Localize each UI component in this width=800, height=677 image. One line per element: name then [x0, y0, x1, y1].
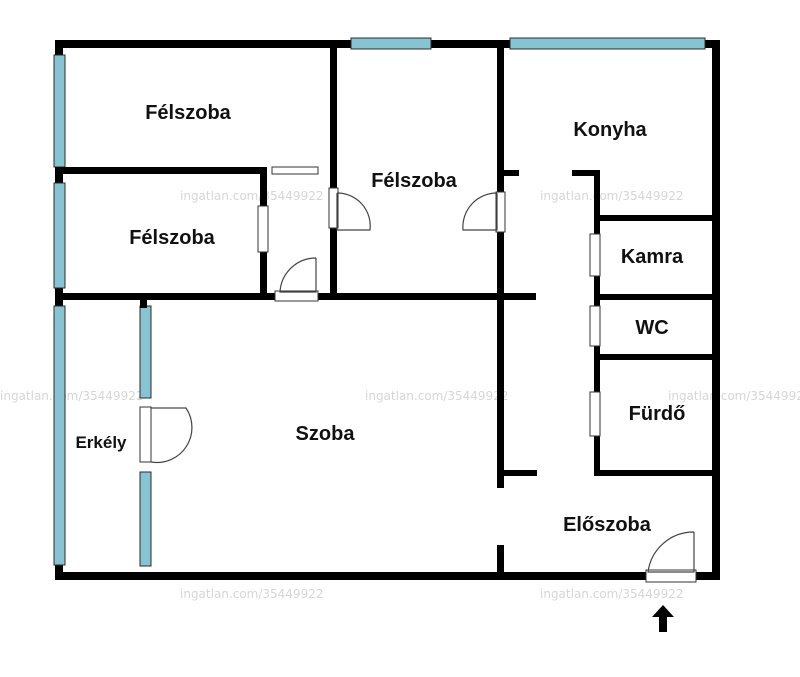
wall-h-furdo-bottom	[594, 470, 714, 476]
wall-h-kamra-top	[594, 215, 714, 221]
door-swing-konyha	[462, 192, 498, 231]
door-frame-konyha	[495, 191, 506, 233]
door-swing-balcony	[150, 407, 193, 464]
wall-bottom	[55, 572, 720, 580]
watermark: ingatlan.com/35449922	[180, 587, 323, 601]
watermark: ingatlan.com/35449922	[0, 389, 143, 403]
window-top-kitchen	[509, 37, 706, 50]
room-label-felszoba-mid-left: Félszoba	[129, 227, 215, 249]
watermark: ingatlan.com/35449922	[540, 189, 683, 203]
window-left-1	[53, 54, 66, 168]
door-frame-wc	[589, 305, 601, 347]
window-balcony-2	[139, 471, 152, 567]
room-label-eloszoba: Előszoba	[563, 514, 652, 536]
wall-h-mid	[318, 293, 536, 300]
wall-h-left-2	[55, 293, 275, 300]
watermark: ingatlan.com/35449922	[668, 389, 800, 403]
wall-v-kitchen-top	[497, 40, 504, 192]
wall-h-kamra-bottom	[594, 294, 714, 300]
wall-v-felszoba	[330, 40, 337, 298]
window-top-center	[350, 37, 432, 50]
wall-stub-balcony	[140, 298, 147, 308]
room-label-erkely: Erkély	[75, 433, 127, 452]
watermark: ingatlan.com/35449922	[365, 389, 508, 403]
room-labels: Félszoba Félszoba Félszoba Konyha Kamra …	[75, 102, 685, 536]
wall-v-corridor	[497, 232, 504, 488]
wall-stub-corridor-left	[497, 170, 519, 176]
wall-stub-corridor-right	[572, 170, 600, 176]
watermarks: ingatlan.com/35449922 ingatlan.com/35449…	[0, 189, 800, 601]
door-frame-entrance	[645, 569, 697, 583]
wall-stub-corridor-bottom	[497, 470, 537, 476]
door-swing-hall	[279, 257, 317, 293]
room-label-wc: WC	[635, 317, 668, 339]
door-frame-hall-bottom	[274, 290, 319, 302]
door-swing-felszoba-center	[336, 192, 371, 231]
door-frame-kamra	[589, 233, 601, 277]
door-openings	[139, 166, 697, 583]
room-label-furdo: Fürdő	[629, 403, 686, 425]
door-swing-entrance	[647, 531, 695, 573]
entrance-arrow-icon	[652, 605, 674, 632]
door-frame-felszoba-mid	[271, 166, 319, 175]
wall-h-left-1	[55, 167, 260, 174]
room-label-felszoba-top-left: Félszoba	[145, 102, 231, 124]
door-frame-hall-left	[257, 205, 269, 253]
wall-h-wc-bottom	[594, 354, 714, 360]
wall-right	[712, 40, 720, 580]
room-label-felszoba-center: Félszoba	[371, 170, 457, 192]
watermark: ingatlan.com/35449922	[180, 189, 323, 203]
window-left-2	[53, 182, 66, 289]
room-label-konyha: Konyha	[573, 119, 647, 141]
door-frame-balcony	[139, 406, 152, 463]
watermark: ingatlan.com/35449922	[540, 587, 683, 601]
room-label-szoba: Szoba	[296, 423, 356, 445]
door-swings	[150, 192, 695, 573]
window-balcony-1	[139, 305, 152, 399]
room-label-kamra: Kamra	[621, 246, 684, 268]
door-frame-furdo	[589, 391, 601, 437]
wall-v-corridor-bottom	[497, 545, 504, 575]
windows	[53, 37, 706, 567]
door-frame-felszoba-center	[328, 187, 339, 229]
window-left-3	[53, 305, 66, 566]
